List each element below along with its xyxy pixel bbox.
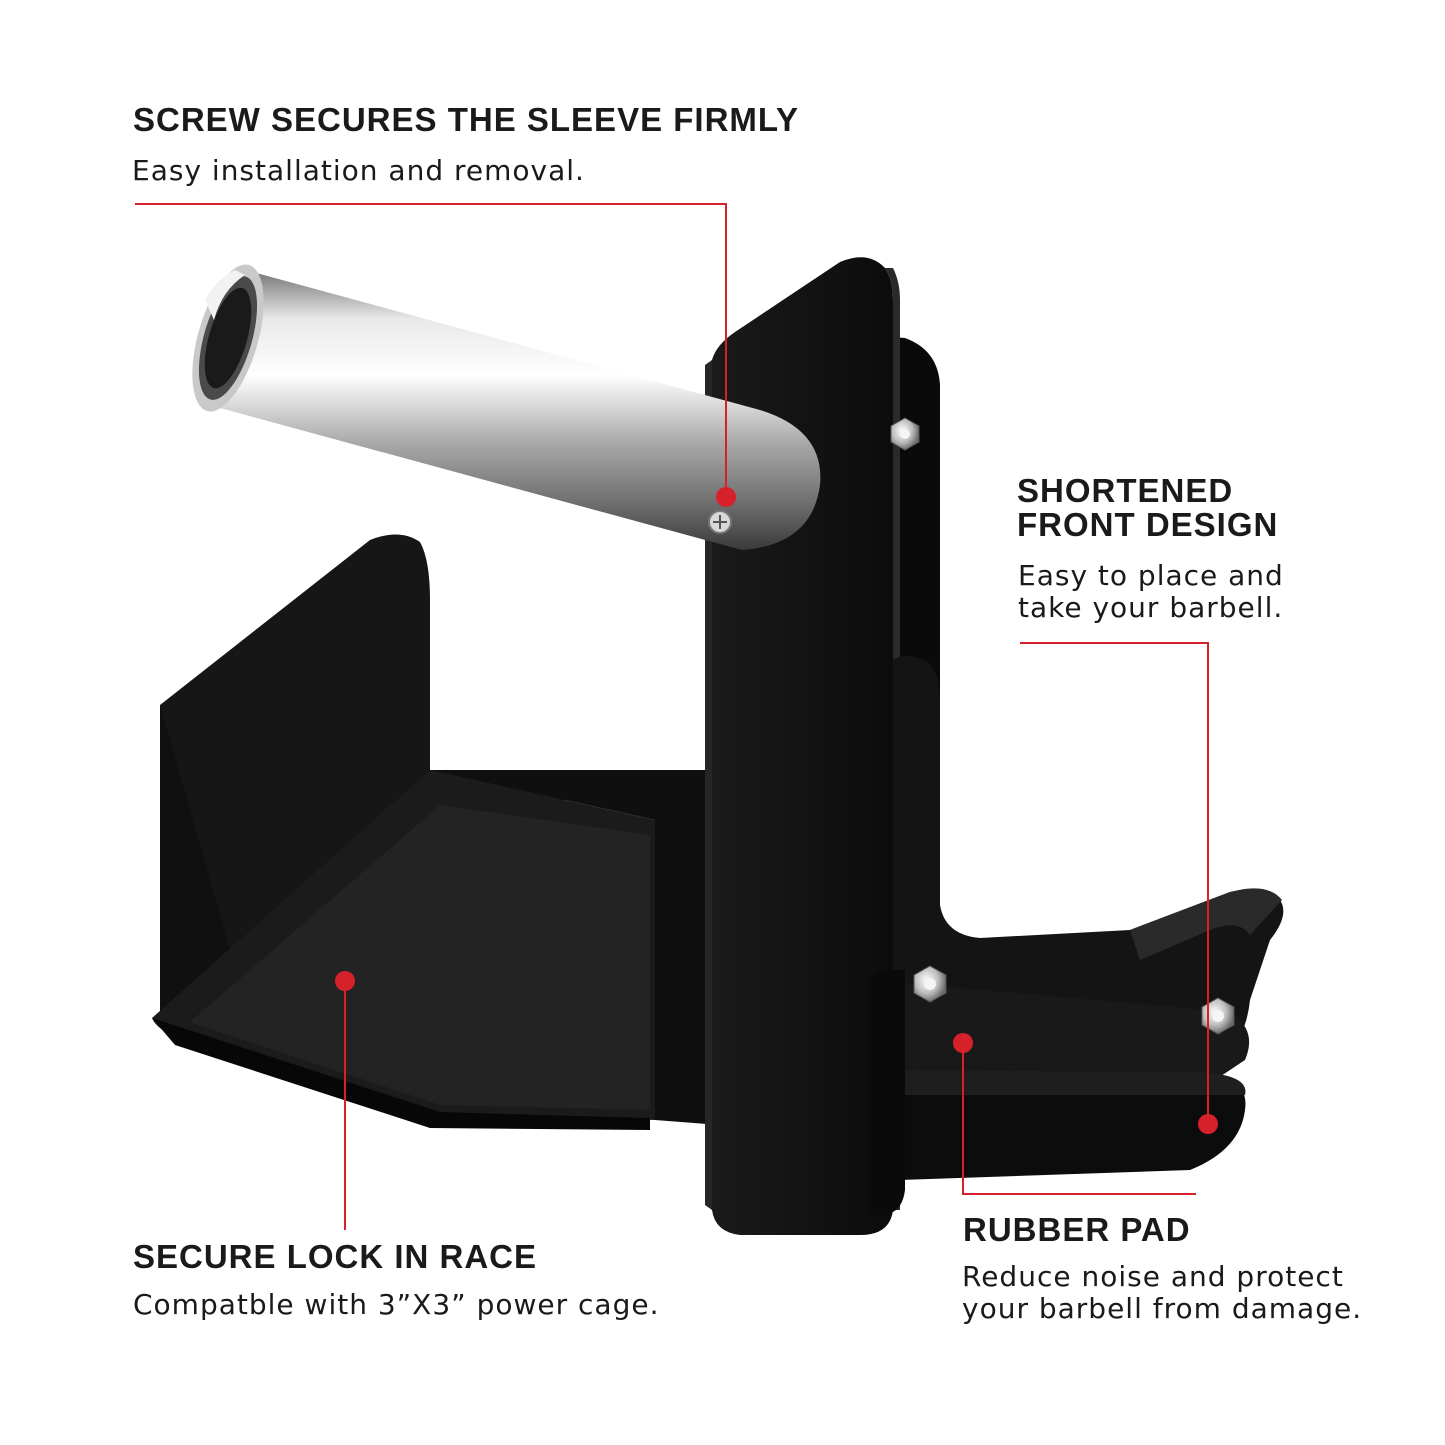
screw-callout-heading: SCREW SECURES THE SLEEVE FIRMLY xyxy=(133,101,800,138)
pad-desc-line-2: your barbell from damage. xyxy=(962,1292,1363,1325)
leader-screw xyxy=(135,203,727,497)
leader-front xyxy=(1020,642,1209,1124)
dot-pad xyxy=(953,1033,973,1053)
rubber-pad-callout-heading: RUBBER PAD xyxy=(963,1211,1191,1248)
dot-screw xyxy=(716,487,736,507)
j-hook-arm xyxy=(870,656,1284,1080)
front-desc-line-1: Easy to place and xyxy=(1018,559,1284,592)
callout-leaders xyxy=(135,203,1209,1230)
steel-sleeve xyxy=(192,264,821,550)
front-desc-line-2: take your barbell. xyxy=(1018,591,1284,624)
pad-desc-line-1: Reduce noise and protect xyxy=(962,1260,1344,1293)
callout-dots xyxy=(335,487,1218,1134)
front-design-callout-description: Easy to place and take your barbell. xyxy=(1018,560,1284,624)
front-lower-plate xyxy=(868,970,905,1215)
secure-lock-callout-description: Compatble with 3”X3” power cage. xyxy=(133,1288,660,1321)
sleeve-bracket xyxy=(152,534,720,1130)
secure-lock-callout-heading: SECURE LOCK IN RACE xyxy=(133,1238,538,1275)
front-heading-line-2: FRONT DESIGN xyxy=(1017,506,1279,543)
front-design-callout-heading: SHORTENED FRONT DESIGN xyxy=(1017,474,1278,542)
rubber-pad xyxy=(880,1070,1246,1180)
front-heading-line-1: SHORTENED xyxy=(1017,472,1234,509)
rubber-pad-callout-description: Reduce noise and protect your barbell fr… xyxy=(962,1261,1362,1325)
dot-lock xyxy=(335,971,355,991)
hex-bolts xyxy=(890,417,1235,1035)
dot-front xyxy=(1198,1114,1218,1134)
leader-pad xyxy=(962,1043,1196,1195)
screw-callout-description: Easy installation and removal. xyxy=(132,154,585,187)
